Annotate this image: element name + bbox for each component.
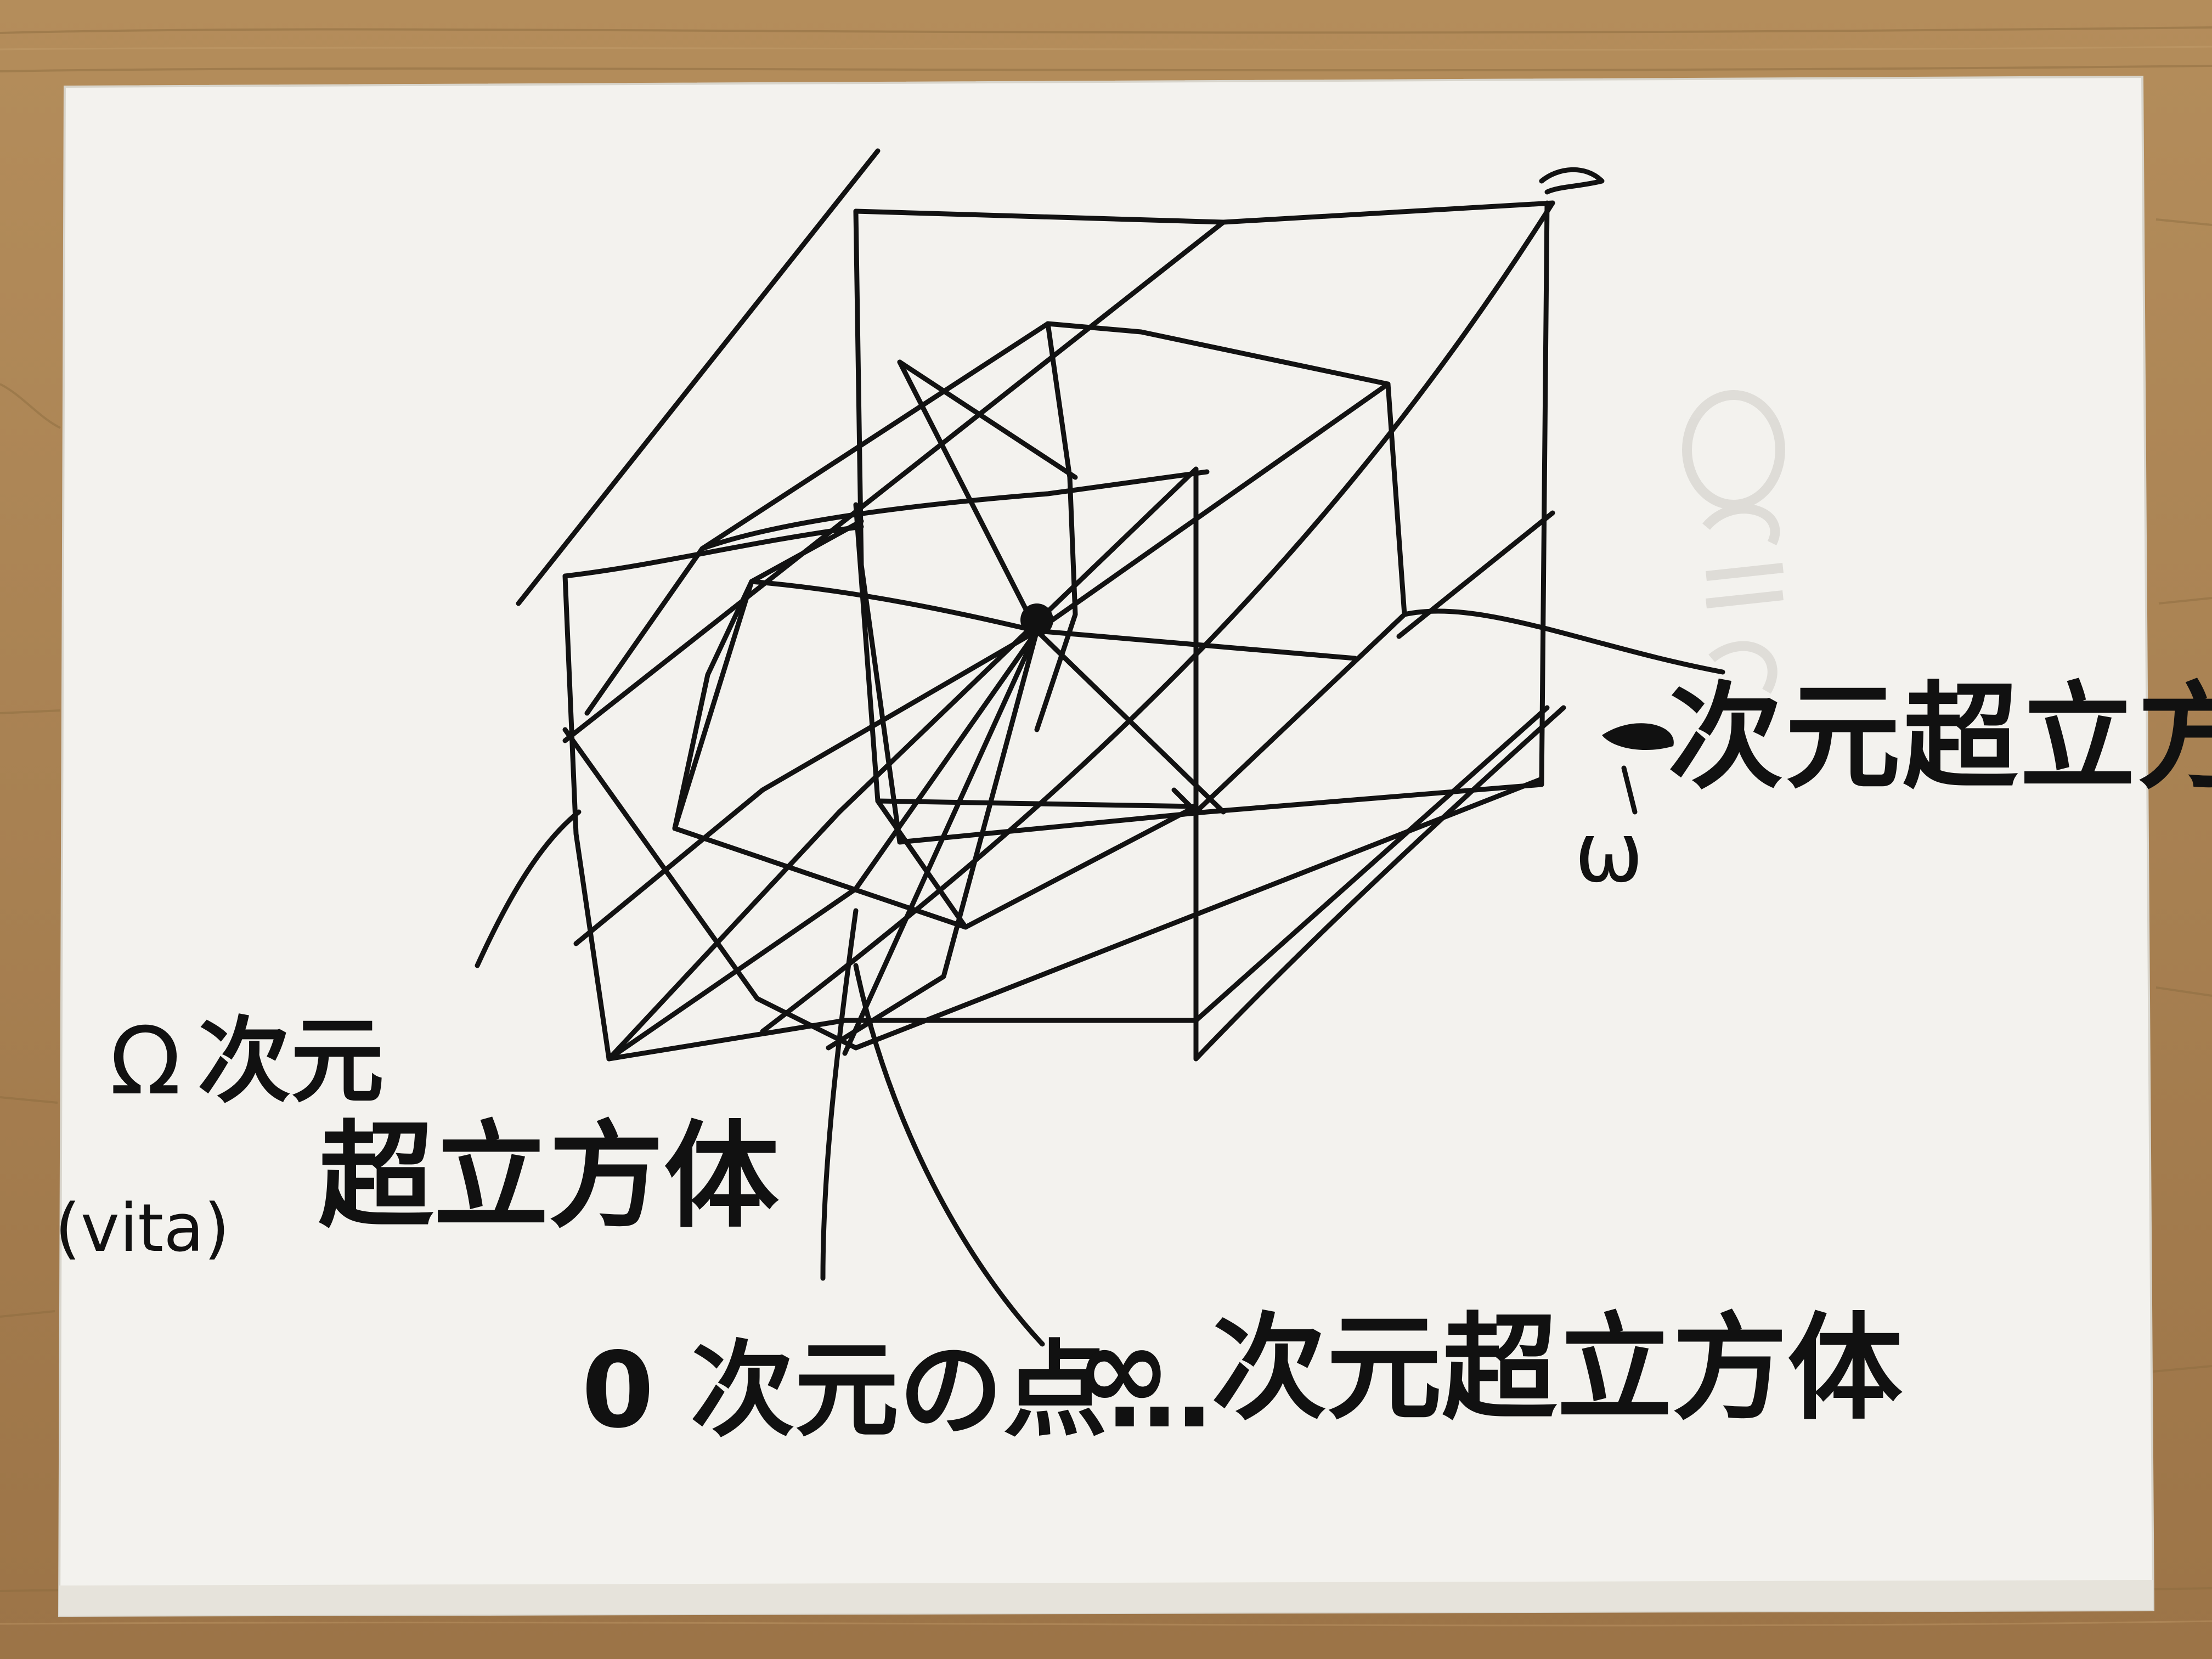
label-zero-dimension-point: 0 次元の点… [582, 1330, 1212, 1451]
strikethrough-scribble [1602, 723, 1674, 751]
label-infinite-dimension-hypercube: ∞ 次元超立方体 [1075, 1301, 1903, 1436]
label-left-omega: Ω [110, 1007, 181, 1116]
label-left-dimension: 次元 [198, 1007, 385, 1116]
label-right-omega: ω [1575, 805, 1644, 901]
show-through-marks [1682, 390, 1785, 694]
label-right-hypercube: 次元超立方体 [1668, 670, 2212, 805]
label-left-hypercube: 超立方体 [318, 1109, 780, 1244]
label-left-parenthetical: (vita) [55, 1190, 230, 1267]
hypercube-sketch [475, 148, 1725, 1347]
notebook-page [59, 77, 2153, 1616]
center-point [1020, 603, 1053, 636]
